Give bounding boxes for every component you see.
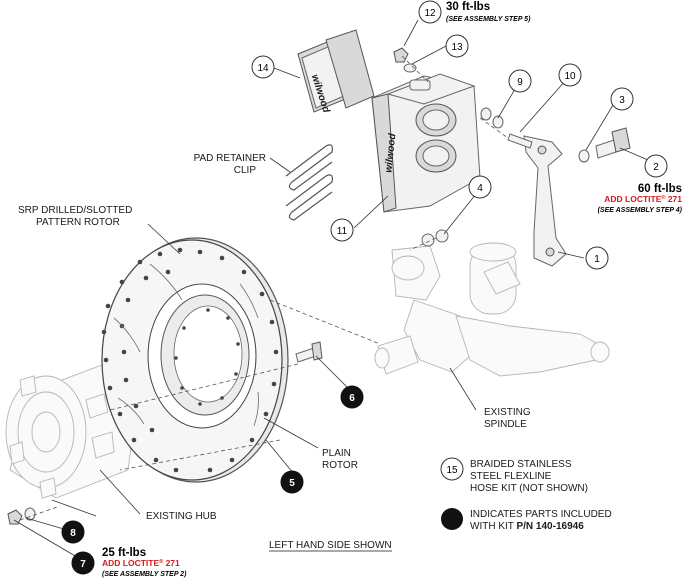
svg-text:EXISTING: EXISTING [484, 407, 531, 418]
callout-4: 4 [468, 175, 492, 199]
svg-text:25 ft-lbs: 25 ft-lbs [102, 547, 146, 559]
callout-9: 9 [508, 69, 532, 93]
svg-text:7: 7 [80, 559, 86, 570]
svg-text:30 ft-lbs: 30 ft-lbs [446, 1, 490, 13]
label-plain-rotor: PLAIN ROTOR [322, 448, 358, 471]
label-existing-spindle: EXISTING SPINDLE [484, 407, 531, 430]
svg-text:6: 6 [349, 393, 355, 404]
callout-13: 13 [445, 34, 469, 58]
svg-text:5: 5 [289, 478, 295, 489]
svg-text:HOSE KIT (NOT SHOWN): HOSE KIT (NOT SHOWN) [470, 483, 588, 494]
svg-text:4: 4 [477, 183, 483, 194]
svg-text:15: 15 [446, 465, 458, 476]
svg-text:STEEL FLEXLINE: STEEL FLEXLINE [470, 471, 552, 482]
drilled-slotted-rotor [101, 237, 289, 483]
svg-text:SRP DRILLED/SLOTTED: SRP DRILLED/SLOTTED [18, 205, 132, 216]
svg-text:3: 3 [619, 95, 625, 106]
pad-retainer-clip [285, 144, 333, 221]
svg-text:ROTOR: ROTOR [322, 460, 358, 471]
callout-6: 6 [340, 385, 364, 409]
svg-text:10: 10 [564, 71, 576, 82]
svg-text:60 ft-lbs: 60 ft-lbs [638, 183, 682, 195]
callout-8: 8 [61, 520, 85, 544]
svg-text:BRAIDED STAINLESS: BRAIDED STAINLESS [470, 459, 572, 470]
brake-pads: wilwood [297, 29, 375, 115]
rotor-slots [113, 263, 259, 427]
svg-text:CLIP: CLIP [234, 165, 257, 176]
svg-text:INDICATES PARTS INCLUDED: INDICATES PARTS INCLUDED [470, 509, 612, 520]
callout-3: 3 [610, 87, 634, 111]
callout-12: 12 [418, 0, 442, 24]
black-filled-circle-icon [441, 508, 463, 530]
svg-text:SPINDLE: SPINDLE [484, 419, 527, 430]
callout-10: 10 [558, 63, 582, 87]
svg-text:ADD LOCTITE® 271: ADD LOCTITE® 271 [102, 558, 180, 568]
label-srp-rotor: SRP DRILLED/SLOTTED PATTERN ROTOR [18, 205, 132, 228]
svg-text:9: 9 [517, 77, 523, 88]
assembly-lines [19, 55, 509, 521]
svg-text:PLAIN: PLAIN [322, 448, 351, 459]
torque-spec-lower: 25 ft-lbs ADD LOCTITE® 271 (SEE ASSEMBLY… [102, 547, 187, 578]
label-left-hand-side-shown: LEFT HAND SIDE SHOWN [269, 540, 392, 552]
svg-text:8: 8 [70, 528, 76, 539]
callout-1: 1 [585, 246, 609, 270]
caliper: wilwood [371, 73, 481, 213]
legend-included-parts: INDICATES PARTS INCLUDED WITH KIT P/N 14… [441, 508, 612, 532]
rotor-lug-holes [174, 308, 240, 406]
svg-text:(SEE ASSEMBLY STEP 5): (SEE ASSEMBLY STEP 5) [446, 16, 531, 23]
callout-5: 5 [280, 470, 304, 494]
callout-11: 11 [330, 218, 354, 242]
label-pad-retainer-clip: PAD RETAINER CLIP [194, 153, 266, 176]
svg-text:11: 11 [337, 226, 348, 237]
svg-text:2: 2 [653, 162, 659, 173]
label-hose-kit: BRAIDED STAINLESS STEEL FLEXLINE HOSE KI… [470, 459, 588, 494]
caliper-bracket [523, 135, 567, 267]
torque-spec-right: 60 ft-lbs ADD LOCTITE® 271 (SEE ASSEMBLY… [598, 183, 683, 214]
svg-text:PATTERN ROTOR: PATTERN ROTOR [36, 217, 120, 228]
svg-text:PAD RETAINER: PAD RETAINER [194, 153, 266, 164]
svg-text:LEFT HAND SIDE SHOWN: LEFT HAND SIDE SHOWN [269, 540, 392, 551]
label-existing-hub: EXISTING HUB [146, 511, 217, 522]
callout-15: 15 [440, 457, 464, 481]
callout-7: 7 [71, 551, 95, 575]
svg-text:WITH KIT P/N 140-16946: WITH KIT P/N 140-16946 [470, 521, 584, 532]
svg-text:13: 13 [451, 42, 463, 53]
torque-spec-upper: 30 ft-lbs (SEE ASSEMBLY STEP 5) [446, 1, 531, 23]
callout-14: 14 [251, 55, 275, 79]
rotor-drilled-holes [101, 247, 279, 473]
svg-text:ADD LOCTITE® 271: ADD LOCTITE® 271 [604, 194, 682, 204]
existing-spindle [374, 242, 610, 377]
hardware [7, 47, 631, 525]
svg-text:(SEE ASSEMBLY STEP 2): (SEE ASSEMBLY STEP 2) [102, 571, 187, 578]
caliper-brand-label: wilwood [383, 132, 398, 173]
callout-2: 2 [644, 154, 668, 178]
svg-text:12: 12 [424, 8, 436, 19]
svg-text:(SEE ASSEMBLY STEP 4): (SEE ASSEMBLY STEP 4) [598, 207, 683, 214]
svg-text:1: 1 [594, 254, 600, 265]
svg-text:14: 14 [257, 63, 269, 74]
